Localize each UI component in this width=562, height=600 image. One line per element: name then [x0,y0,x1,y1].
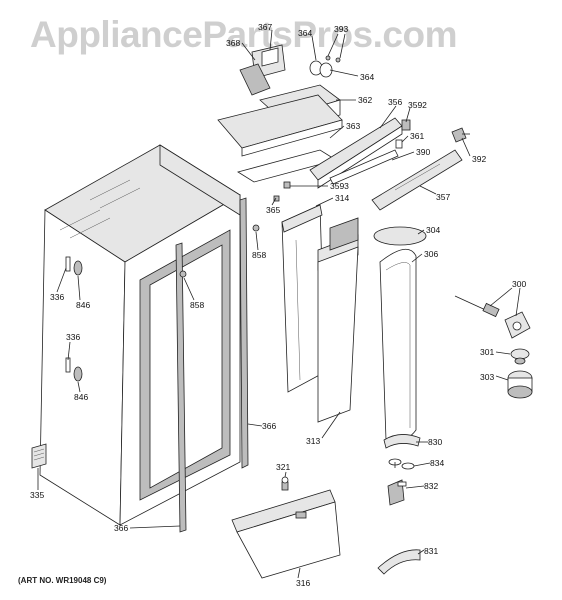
callout-335: 335 [30,490,44,500]
leader-lines [37,29,521,579]
trim-831 [377,549,421,575]
callout-306: 306 [424,249,438,259]
callout-303: 303 [480,372,494,382]
seal-301 [510,348,530,365]
callout-304: 304 [426,225,440,235]
screws-858 [179,224,260,278]
top-housing-367-368 [239,44,286,96]
callout-362: 362 [358,95,372,105]
callout-830: 830 [428,437,442,447]
callout-390: 390 [416,147,430,157]
callout-363: 363 [346,121,360,131]
callout-336b: 336 [66,332,80,342]
tray-363 [217,94,343,157]
callout-393: 393 [334,24,348,34]
callout-321: 321 [276,462,290,472]
callout-831: 831 [424,546,438,556]
callout-3592: 3592 [408,100,427,110]
art-number: (ART NO. WR19048 C9) [18,576,107,585]
callout-357: 357 [436,192,450,202]
callout-336a: 336 [50,292,64,302]
grille-335 [31,443,47,469]
callout-361: 361 [410,131,424,141]
callout-858b: 858 [190,300,204,310]
callout-368: 368 [226,38,240,48]
callout-labels: 367 368 364 393 364 362 356 3592 363 361… [30,22,526,588]
screw-321 [281,476,289,491]
callout-834: 834 [430,458,444,468]
cap-304 [373,226,427,246]
cabinet-case [39,144,241,526]
callout-858a: 858 [252,250,266,260]
callout-313: 313 [306,436,320,446]
housing-303 [507,370,533,399]
clips-3593-365 [273,181,291,202]
door-trim-306 [379,248,417,442]
callout-832: 832 [424,481,438,491]
cover-316 [231,489,341,579]
callout-846a: 846 [76,300,90,310]
hinge-830 [383,434,421,449]
callout-300: 300 [512,279,526,289]
callout-846b: 846 [74,392,88,402]
gasket-366 [175,197,249,533]
rings-364 [309,55,341,78]
callout-366b: 366 [114,523,128,533]
callout-356: 356 [388,97,402,107]
board-390 [329,149,399,185]
bracket-832 [387,479,407,506]
liner-314 [281,204,326,393]
callout-365: 365 [266,205,280,215]
valve-300 [454,295,531,339]
callout-364a: 364 [298,28,312,38]
panel-357 [371,149,463,211]
callout-366a: 366 [262,421,276,431]
clip-392 [451,127,470,143]
bracket-3592-361 [395,119,411,149]
pin-834 [388,458,415,470]
callout-367: 367 [258,22,272,32]
callout-316: 316 [296,578,310,588]
callout-314: 314 [335,193,349,203]
fittings-left [65,256,83,382]
mullion-313 [317,217,359,423]
callout-301: 301 [480,347,494,357]
callout-364b: 364 [360,72,374,82]
callout-392: 392 [472,154,486,164]
callout-3593: 3593 [330,181,349,191]
